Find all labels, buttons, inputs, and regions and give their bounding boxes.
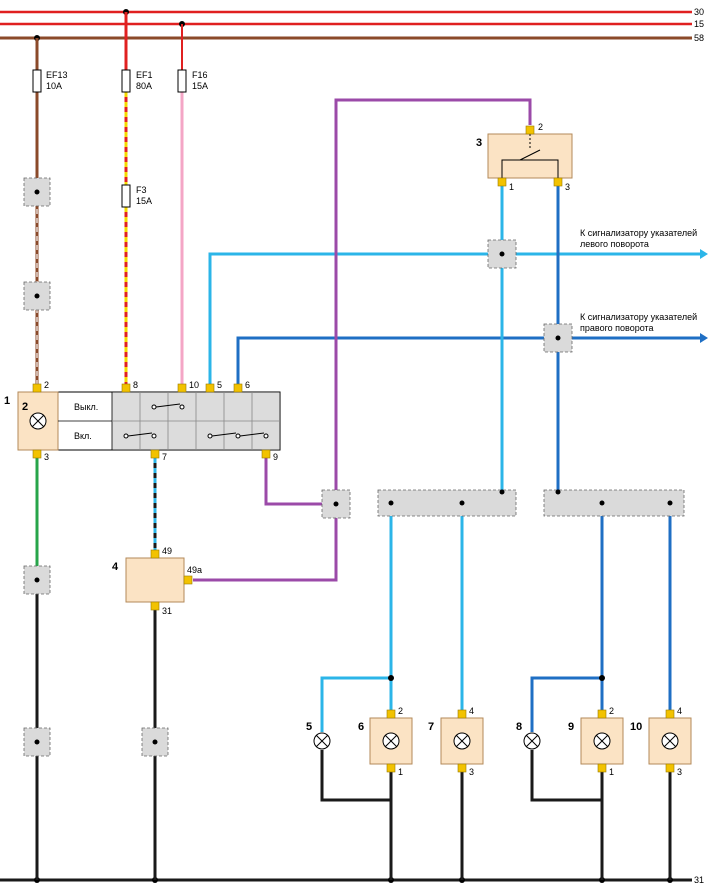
bus-lines	[0, 10, 692, 882]
fuse-name: F3	[136, 185, 147, 195]
switch-pins	[32, 383, 271, 459]
component-number: 3	[476, 137, 482, 149]
flasher-relay-4: 4 49 49a 31	[112, 546, 202, 616]
relay-3: 3 2 1 3	[476, 122, 573, 192]
fuse-name: EF13	[46, 70, 68, 80]
inline-connectors	[23, 177, 685, 757]
switch-pin: 10	[189, 380, 199, 390]
switch-pin: 7	[162, 452, 167, 462]
switch-pin: 6	[245, 380, 250, 390]
lamp-9: 9 2 1	[568, 706, 624, 777]
lamp-pin: 1	[398, 767, 403, 777]
fuse-f3: F3 15A	[121, 184, 152, 208]
switch-pin: 8	[133, 380, 138, 390]
wire-blue-lamps	[530, 516, 672, 732]
lamp-number: 6	[358, 721, 364, 733]
lamp-number: 10	[630, 721, 642, 733]
relay-contact-icon	[501, 134, 559, 178]
switch-row-on: Вкл.	[74, 431, 92, 441]
bus-label-15: 15	[694, 19, 704, 29]
wire-purple	[193, 98, 532, 582]
flasher-pin: 31	[162, 606, 172, 616]
lamp-number: 2	[22, 401, 28, 413]
lamp-pin: 2	[609, 706, 614, 716]
wire-blue-right-indicator	[236, 333, 708, 385]
bus-label-30: 30	[694, 7, 704, 17]
switch-pin: 3	[44, 452, 49, 462]
hazard-switch: 1 2 Выкл. Вкл.	[4, 391, 281, 451]
switch-contacts	[123, 403, 269, 439]
flasher-pin: 49a	[187, 565, 202, 575]
lamp-pin: 4	[469, 706, 474, 716]
bus-label-31: 31	[694, 875, 704, 885]
lamp-7: 7 4 3	[428, 706, 484, 777]
wire-light-blue-lamps	[320, 516, 464, 732]
fuse-ef1: EF1 80A	[121, 69, 153, 93]
switch-indicator-lamp-icon	[29, 412, 47, 430]
lamp-pin: 4	[677, 706, 682, 716]
relay-pin: 2	[538, 122, 543, 132]
lamp-number: 9	[568, 721, 574, 733]
switch-pin: 5	[217, 380, 222, 390]
connector-dots	[34, 189, 673, 745]
lamp-6: 6 2 1	[358, 706, 413, 777]
lamp-pin: 3	[469, 767, 474, 777]
lamp-pin: 1	[609, 767, 614, 777]
note-left-line2: левого поворота	[580, 239, 649, 249]
lamp-pin: 2	[398, 706, 403, 716]
wire-light-blue-left-indicator	[208, 249, 708, 385]
fuse-f16: F16 15A	[177, 69, 208, 93]
flasher-pin: 49	[162, 546, 172, 556]
relay-pin: 3	[565, 182, 570, 192]
fuse-rating: 15A	[192, 81, 208, 91]
lamp-number: 5	[306, 721, 312, 733]
fuse-name: EF1	[136, 70, 153, 80]
component-number: 1	[4, 395, 10, 407]
switch-pin: 9	[273, 452, 278, 462]
fuse-ef13: EF13 10A	[32, 69, 68, 93]
lamp-pin: 3	[677, 767, 682, 777]
component-number: 4	[112, 561, 119, 573]
lamp-8: 8	[516, 721, 541, 750]
fuse-rating: 10A	[46, 81, 62, 91]
wire-black-ground	[35, 580, 672, 880]
note-right-line1: К сигнализатору указателей	[580, 312, 697, 322]
relay-pin: 1	[509, 182, 514, 192]
fuse-name: F16	[192, 70, 208, 80]
lamp-10: 10 4 3	[630, 706, 692, 777]
switch-pin: 2	[44, 380, 49, 390]
lamp-number: 8	[516, 721, 522, 733]
bus-label-58: 58	[694, 33, 704, 43]
lamp-number: 7	[428, 721, 434, 733]
fuse-rating: 15A	[136, 196, 152, 206]
lamp-5: 5	[306, 721, 331, 750]
fuse-rating: 80A	[136, 81, 152, 91]
switch-row-off: Выкл.	[74, 402, 98, 412]
note-left-line1: К сигнализатору указателей	[580, 228, 697, 238]
note-right-line2: правого поворота	[580, 323, 654, 333]
